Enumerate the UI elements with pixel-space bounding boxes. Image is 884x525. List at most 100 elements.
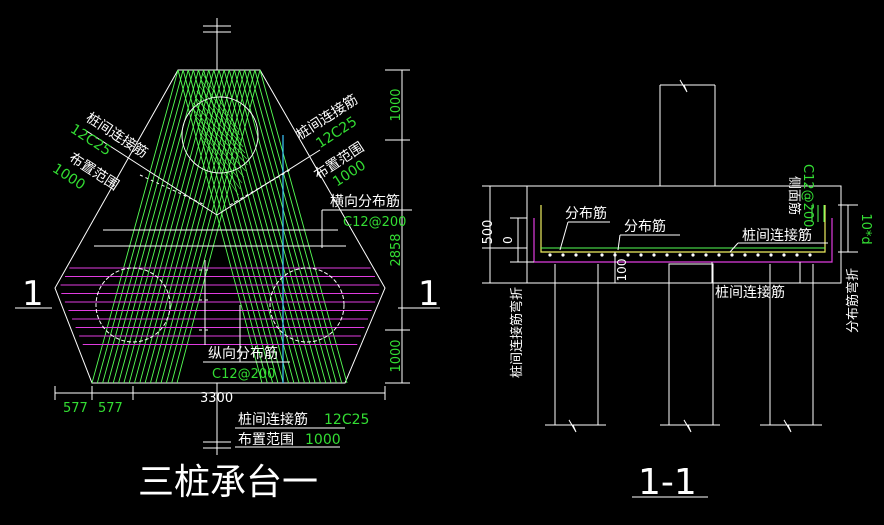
hatch-line — [107, 69, 194, 384]
hatch-line — [177, 69, 263, 384]
pile-top — [181, 72, 259, 196]
pile-hatch — [197, 126, 243, 184]
bar-dot — [600, 253, 604, 257]
note-transverse-bar: C12@200 — [343, 215, 406, 230]
bar-dot — [808, 253, 812, 257]
bar-dot — [717, 253, 721, 257]
hatch-line — [223, 69, 311, 384]
hatch-line — [249, 69, 337, 384]
note-bottom-label2: 布置范围 — [238, 431, 294, 448]
note-longitudinal-label: 纵向分布筋 — [208, 345, 278, 362]
pile-hatch — [196, 90, 244, 148]
bar-dot — [691, 253, 695, 257]
label-10d: 10*d — [858, 213, 873, 244]
pile-cap-plan: 1 1 桩间连接筋 12C25 桩间连接筋 12C25 布置范围 1000 布置… — [15, 18, 440, 503]
hatch-line — [144, 69, 230, 384]
bar-dot — [678, 253, 682, 257]
pile-hatch — [194, 114, 246, 172]
bar-dot — [743, 253, 747, 257]
hatch-line — [192, 69, 279, 384]
pile-hatch — [195, 120, 245, 178]
hatch-line — [187, 69, 274, 384]
dim-right-top: 1000 — [389, 88, 404, 121]
hatch-line — [259, 69, 348, 384]
plan-title: 三桩承台一 — [138, 462, 318, 503]
hatch-line — [96, 69, 184, 384]
hatch-line — [139, 69, 225, 384]
bar-dot — [782, 253, 786, 257]
dim-bottom-577a: 577 — [63, 401, 88, 416]
bar-dot — [756, 253, 760, 257]
dim-bottom-577b: 577 — [98, 401, 123, 416]
label-connection-2: 桩间连接筋 — [715, 284, 785, 301]
hatch-line — [244, 69, 332, 384]
connection-bar-band-right — [91, 69, 261, 384]
hatch-line — [165, 69, 251, 384]
pile-hatch — [198, 84, 242, 142]
connection-bar-band-left — [177, 69, 348, 384]
hatch-line — [233, 69, 321, 384]
hatch-line — [128, 69, 215, 384]
hatch-line — [171, 69, 256, 384]
pile-right — [269, 267, 345, 343]
pile-hatch — [201, 138, 239, 196]
dim-right-bottom: 1000 — [389, 339, 404, 372]
hatch-line — [254, 69, 343, 384]
label-distribution-bend: 分布筋弯折 — [845, 268, 861, 333]
hatch-line — [102, 69, 189, 384]
dim-500: 500 — [481, 220, 496, 245]
note-bottom-range: 1000 — [305, 432, 341, 448]
label-side-bars-spec: C12@200 — [800, 164, 815, 227]
pile-hatch — [199, 132, 241, 190]
hatch-line — [134, 69, 220, 384]
label-distribution-1: 分布筋 — [565, 205, 607, 222]
hatch-line — [228, 69, 316, 384]
bar-dot — [626, 253, 630, 257]
bar-dot — [652, 253, 656, 257]
label-side-bars: 侧面筋 — [786, 176, 802, 215]
hatch-line — [123, 69, 210, 384]
hatch-line — [150, 69, 235, 384]
note-bottom-bar1: 12C25 — [324, 412, 369, 428]
distribution-bar-dots — [548, 253, 812, 257]
pile-hatch — [192, 102, 248, 160]
hatch-line — [198, 69, 284, 384]
dim-100: 100 — [615, 259, 629, 282]
label-connection-1: 桩间连接筋 — [742, 227, 812, 244]
label-distribution-2: 分布筋 — [624, 218, 666, 235]
bar-dot — [704, 253, 708, 257]
bar-dot — [561, 253, 565, 257]
pile-left — [95, 267, 171, 343]
note-bottom-label1: 桩间连接筋 — [238, 411, 308, 428]
bar-dot — [574, 253, 578, 257]
magenta-bottom-bar — [533, 218, 833, 263]
bar-dot — [587, 253, 591, 257]
note-transverse-label: 横向分布筋 — [330, 193, 400, 210]
note-longitudinal-bar: C12@200 — [212, 367, 275, 382]
section-mark-left: 1 — [22, 274, 44, 314]
pile-hatch — [201, 72, 239, 130]
pile-hatch — [194, 96, 246, 154]
hatch-line — [213, 69, 300, 384]
bar-dot — [639, 253, 643, 257]
section-mark-right: 1 — [418, 274, 440, 314]
bar-dot — [665, 253, 669, 257]
hatch-line — [155, 69, 240, 384]
bar-dot — [730, 253, 734, 257]
pile-hatch — [200, 78, 240, 136]
dim-bottom-3300: 3300 — [200, 391, 233, 406]
dim-right-middle: 2858 — [389, 233, 404, 266]
section-view: 500 0 100 分布筋 分布筋 桩间连接筋 桩间连接筋 侧面筋 C12@20… — [481, 79, 873, 503]
bar-dot — [769, 253, 773, 257]
section-title: 1-1 — [638, 462, 697, 503]
bar-dot — [795, 253, 799, 257]
hatch-line — [118, 69, 205, 384]
pile-hatch — [192, 108, 248, 166]
yellow-bar — [540, 205, 826, 253]
label-connection-bend: 桩间连接筋弯折 — [509, 287, 525, 378]
dim-0: 0 — [501, 236, 515, 244]
connection-bar-band-bottom — [60, 267, 380, 345]
hatch-line — [176, 69, 261, 384]
bar-dot — [548, 253, 552, 257]
